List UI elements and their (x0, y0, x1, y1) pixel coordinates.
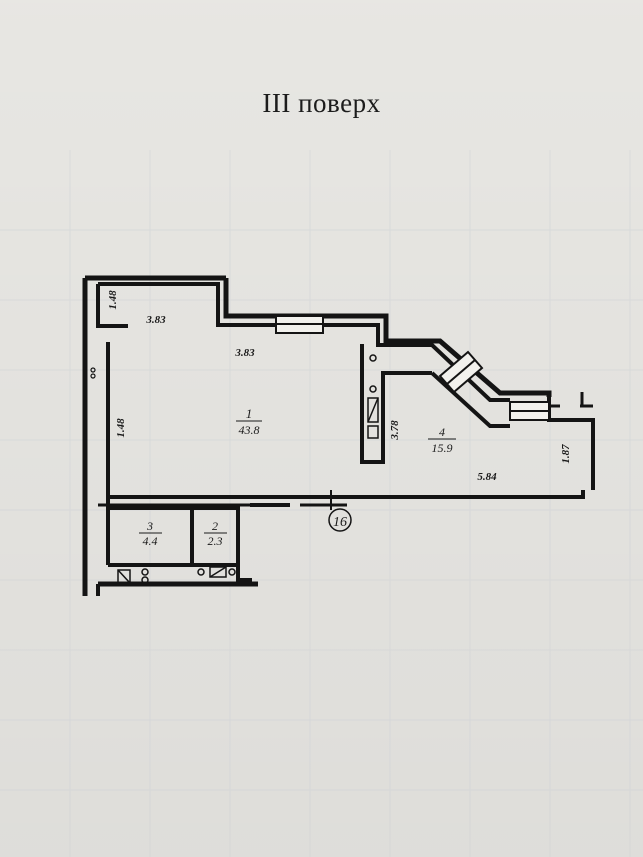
dim-3-78: 3.78 (389, 420, 401, 441)
dim-3-83-mid: 3.83 (234, 347, 255, 359)
dimension-labels: 1.48 3.83 3.83 1.48 3.78 1.87 5.84 (107, 290, 572, 483)
stair-marker-number: 16 (333, 515, 347, 530)
dim-1-87: 1.87 (560, 444, 572, 464)
dim-1-48-left: 1.48 (115, 418, 127, 438)
room-3-label: 3 4.4 (139, 519, 162, 548)
room-number: 1 (246, 406, 253, 421)
room-number: 4 (439, 425, 445, 439)
room-1-label: 1 43.8 (236, 406, 262, 437)
room-number: 3 (146, 519, 153, 533)
window-3 (509, 401, 550, 421)
room-area: 15.9 (432, 441, 453, 455)
wall-circles-left (90, 367, 96, 379)
ventilation-shaft-corridor (367, 354, 379, 439)
room-2-label: 2 2.3 (204, 519, 227, 548)
ventilation-shaft-bath (117, 566, 236, 584)
page-title: III поверх (262, 88, 381, 118)
dim-1-48-top: 1.48 (107, 290, 119, 310)
dim-5-84: 5.84 (477, 471, 497, 483)
room-area: 2.3 (208, 534, 223, 548)
window-2 (438, 350, 484, 394)
walls (82, 275, 595, 596)
room-4-label: 4 15.9 (428, 425, 456, 455)
room-number: 2 (212, 519, 218, 533)
room-area: 4.4 (143, 534, 158, 548)
window-1 (275, 315, 324, 334)
room-area: 43.8 (239, 423, 260, 437)
dim-3-83-top: 3.83 (145, 314, 166, 326)
stair-marker: 16 (328, 490, 352, 532)
